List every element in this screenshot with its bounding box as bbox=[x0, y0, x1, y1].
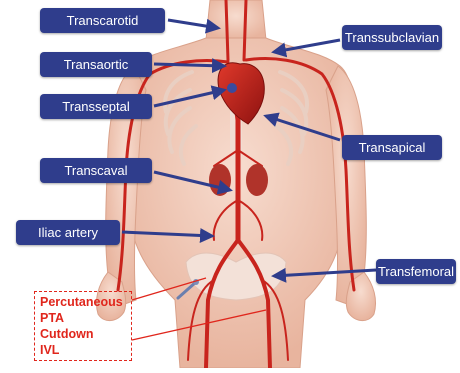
label-iliac-artery: Iliac artery bbox=[16, 220, 120, 245]
option-ivl: IVL bbox=[40, 342, 131, 358]
label-transfemoral: Transfemoral bbox=[376, 259, 456, 284]
option-cutdown: Cutdown bbox=[40, 326, 131, 342]
septal-marker bbox=[227, 83, 237, 93]
right-kidney bbox=[246, 164, 268, 196]
arrow-transaortic bbox=[154, 64, 224, 66]
option-percutaneous: Percutaneous bbox=[40, 294, 131, 310]
percutaneous-options-box: Percutaneous PTA Cutdown IVL bbox=[34, 291, 132, 361]
option-pta: PTA bbox=[40, 310, 131, 326]
label-transcarotid: Transcarotid bbox=[40, 8, 165, 33]
label-transaortic: Transaortic bbox=[40, 52, 152, 77]
label-transseptal: Transseptal bbox=[40, 94, 152, 119]
left-kidney bbox=[209, 164, 231, 196]
label-transcaval: Transcaval bbox=[40, 158, 152, 183]
label-transapical: Transapical bbox=[342, 135, 442, 160]
label-transsubclavian: Transsubclavian bbox=[342, 25, 442, 50]
